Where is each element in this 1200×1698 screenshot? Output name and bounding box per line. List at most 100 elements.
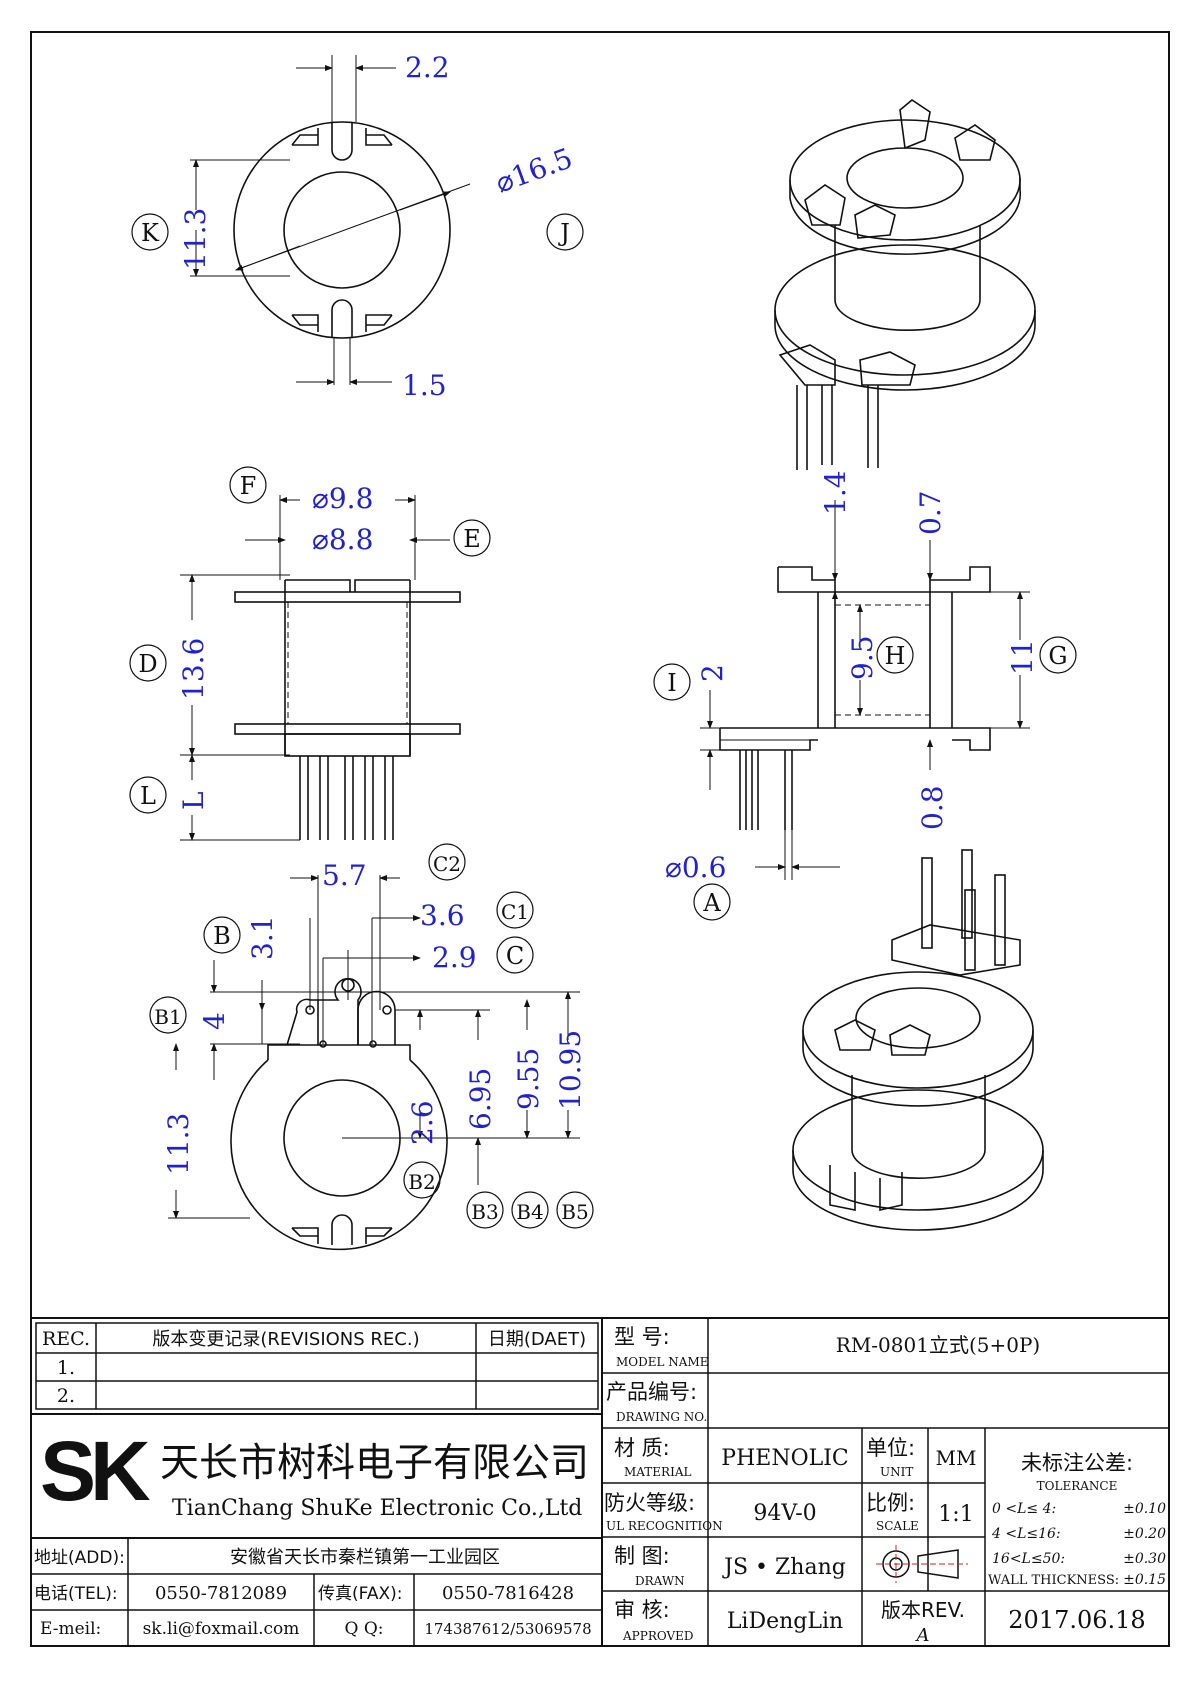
- rev-col-rec: REC.: [42, 1328, 90, 1350]
- dim-bot-9-55: 9.55: [512, 1048, 545, 1110]
- label-g: G: [1048, 642, 1067, 670]
- approved-value: LiDengLin: [727, 1609, 843, 1634]
- tol-range-3: 16<L≤50:: [992, 1551, 1065, 1567]
- dim-sec-height: 11: [1006, 639, 1039, 675]
- callout-labels: [129, 213, 1077, 1229]
- fax-value: 0550-7816428: [442, 1583, 574, 1604]
- label-c2: C2: [433, 852, 461, 876]
- label-c: C: [506, 942, 524, 970]
- dim-bot-2-6: 2.6: [406, 1100, 439, 1145]
- tel-value: 0550-7812089: [155, 1583, 287, 1604]
- label-l: L: [140, 782, 156, 810]
- label-b1: B1: [154, 1005, 181, 1029]
- label-i: I: [667, 669, 676, 697]
- label-d: D: [138, 650, 157, 678]
- ul-label-cn: 防火等级:: [604, 1491, 695, 1515]
- label-h: H: [885, 642, 906, 670]
- addr-label: 地址(ADD):: [34, 1548, 125, 1568]
- fax-label: 传真(FAX):: [318, 1584, 403, 1604]
- dim-bot-4: 4: [198, 1012, 231, 1030]
- model-label-en: MODEL NAME: [616, 1355, 709, 1369]
- scale-value: 1:1: [938, 1502, 973, 1527]
- ul-value: 94V-0: [753, 1501, 816, 1526]
- label-b4: B4: [516, 1200, 543, 1224]
- model-value: RM-0801立式(5+0P): [836, 1333, 1040, 1357]
- tol-range-4: WALL THICKNESS:: [988, 1573, 1119, 1588]
- dim-bot-3-6: 3.6: [420, 899, 465, 932]
- date-value: 2017.06.18: [1008, 1606, 1145, 1634]
- label-k: K: [141, 219, 160, 247]
- unit-value: MM: [936, 1446, 977, 1470]
- label-f: F: [240, 472, 257, 500]
- tol-value-3: ±0.30: [1123, 1551, 1166, 1567]
- ul-label-en: UL RECOGNITION: [606, 1519, 723, 1533]
- dim-sec-step: 2: [696, 664, 729, 682]
- bottom-view: [168, 875, 580, 1251]
- drawing-label-en: DRAWING NO.: [616, 1410, 707, 1424]
- dim-top-diameter: ⌀16.5: [491, 141, 577, 199]
- dim-bot-11-3: 11.3: [162, 1113, 195, 1175]
- unit-label-cn: 单位:: [866, 1436, 915, 1460]
- dim-bot-3-1: 3.1: [246, 915, 279, 960]
- dim-sec-top-flange: 1.4: [819, 470, 852, 515]
- email-label: E-meil:: [40, 1619, 101, 1639]
- side-view: [180, 495, 461, 841]
- rev-row-2: 2.: [57, 1385, 75, 1407]
- addr-value: 安徽省天长市秦栏镇第一工业园区: [230, 1547, 500, 1568]
- drawn-label-en: DRAWN: [635, 1574, 685, 1588]
- dim-side-phi-inner: ⌀8.8: [312, 523, 373, 556]
- dim-sec-inner: 9.5: [846, 635, 879, 680]
- dim-sec-bottom-flange: 0.8: [916, 785, 949, 830]
- iso-view-top: [774, 99, 1036, 470]
- dim-bot-2-9: 2.9: [432, 941, 477, 974]
- tol-value-2: ±0.20: [1123, 1526, 1166, 1542]
- rev-col-date: 日期(DAET): [488, 1329, 586, 1350]
- tol-range-2: 4 <L≤16:: [991, 1526, 1061, 1542]
- scale-label-en: SCALE: [876, 1519, 919, 1533]
- dim-top-height: 11.3: [179, 208, 212, 270]
- approved-label-en: APPROVED: [622, 1629, 694, 1643]
- rev-row-1: 1.: [57, 1357, 75, 1379]
- qq-value: 174387612/53069578: [424, 1620, 591, 1638]
- dim-pin-dia: ⌀0.6: [665, 851, 726, 884]
- drawing-label-cn: 产品编号:: [606, 1380, 697, 1404]
- company-name-en: TianChang ShuKe Electronic Co.,Ltd: [172, 1496, 582, 1521]
- dim-side-phi-outer: ⌀9.8: [312, 482, 373, 515]
- email-value: sk.li@foxmail.com: [143, 1619, 300, 1639]
- label-b2: B2: [408, 1170, 435, 1194]
- label-e: E: [463, 525, 481, 553]
- drawn-label-cn: 制 图:: [614, 1544, 670, 1568]
- sheet-border: [30, 31, 1170, 1647]
- material-value: PHENOLIC: [721, 1446, 848, 1471]
- iso-view-bottom: [792, 849, 1044, 1231]
- label-b: B: [213, 922, 231, 950]
- dim-bot-10-95: 10.95: [554, 1030, 587, 1110]
- label-c1: C1: [501, 900, 529, 924]
- title-block: [31, 1317, 1169, 1646]
- section-view: [700, 500, 1030, 880]
- rev-value: A: [915, 1625, 930, 1646]
- material-label-en: MATERIAL: [624, 1465, 692, 1479]
- drawn-value: JS • Zhang: [722, 1555, 846, 1580]
- dim-side-pin-len: L: [177, 791, 210, 810]
- label-j: J: [557, 219, 570, 247]
- dim-top-slot-bottom: 1.5: [402, 369, 447, 402]
- label-a: A: [702, 889, 721, 917]
- material-label-cn: 材 质:: [614, 1436, 670, 1460]
- tolerance-label-en: TOLERANCE: [1037, 1479, 1118, 1493]
- tel-label: 电话(TEL):: [34, 1584, 118, 1604]
- tol-value-4: ±0.15: [1123, 1572, 1166, 1588]
- dim-side-height: 13.6: [177, 638, 210, 700]
- qq-label: Q Q:: [344, 1619, 383, 1639]
- dim-top-slot-top: 2.2: [405, 51, 450, 84]
- company-logo: SK: [40, 1424, 150, 1518]
- unit-label-en: UNIT: [880, 1465, 913, 1479]
- tolerance-label-cn: 未标注公差:: [1021, 1451, 1133, 1475]
- model-label-cn: 型 号:: [614, 1325, 670, 1349]
- tol-value-1: ±0.10: [1123, 1501, 1166, 1517]
- dim-bot-5-7: 5.7: [322, 859, 367, 892]
- top-view: [190, 55, 471, 385]
- rev-col-desc: 版本变更记录(REVISIONS REC.): [152, 1329, 419, 1350]
- company-name-cn: 天长市树科电子有限公司: [160, 1441, 589, 1486]
